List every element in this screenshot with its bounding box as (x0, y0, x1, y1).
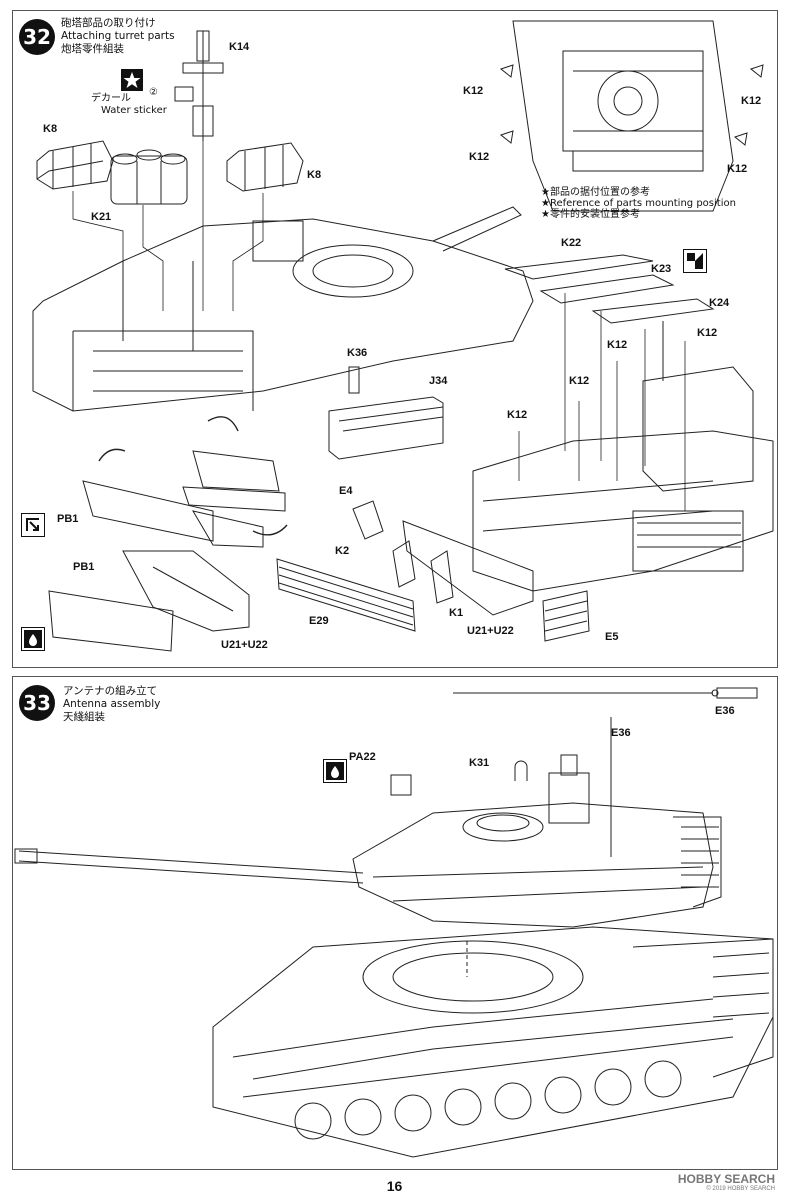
label-k1: K1 (449, 607, 464, 619)
step-32-drawing (32, 20, 774, 652)
decal-star-icon (121, 69, 143, 91)
label-k12-top-right: K12 (741, 95, 762, 107)
label-pb1-upper: PB1 (57, 513, 79, 525)
reference-note-cn: ★零件的安装位置参考 (541, 209, 640, 220)
step-32-title-jp: 砲塔部品の取り付け (61, 17, 156, 29)
paint-icon (21, 627, 45, 651)
reference-view (512, 20, 734, 212)
rotate-arrow-left (98, 448, 126, 462)
label-k21: K21 (91, 211, 112, 223)
e36-antenna-part (453, 687, 758, 699)
pb1-upper-part (82, 450, 286, 548)
e29-part (276, 558, 416, 632)
j34-part (328, 396, 444, 460)
label-u21-u22-right: U21+U22 (467, 625, 514, 637)
step-32-title-en: Attaching turret parts (61, 30, 175, 42)
pa22-part (390, 774, 412, 796)
label-pb1-lower: PB1 (73, 561, 95, 573)
e5-part (542, 590, 590, 642)
k14-part (174, 30, 224, 141)
cut-off-part-icon (21, 513, 45, 537)
label-k12-r2: K12 (607, 339, 628, 351)
label-k2: K2 (335, 545, 350, 557)
e4-part (352, 500, 384, 540)
watermark-copyright: © 2019 HOBBY SEARCH (706, 1186, 775, 1192)
k8-left-part (36, 140, 114, 190)
label-k12-r1: K12 (697, 327, 718, 339)
step-33-panel: 33 アンテナの組み立て Antenna assembly 天綫組装 (12, 676, 778, 1170)
k2-part (392, 540, 416, 588)
label-e29: E29 (309, 615, 329, 627)
step-32-panel: 32 砲塔部品の取り付け Attaching turret parts 炮塔零件… (12, 10, 778, 668)
step-number-33: 33 (19, 685, 55, 721)
turret-body (32, 206, 534, 412)
step-number-32: 32 (19, 19, 55, 55)
label-k22: K22 (561, 237, 582, 249)
label-j34: J34 (429, 375, 448, 387)
k21-part (110, 149, 188, 205)
rotate-arrow-right (252, 524, 288, 536)
reference-note-en: ★Reference of parts mounting position (541, 198, 736, 209)
label-k12-r3: K12 (569, 375, 590, 387)
step-33-drawing (14, 687, 774, 1158)
hull-assembly (212, 926, 774, 1158)
label-pa22: PA22 (349, 751, 376, 763)
label-k24: K24 (709, 297, 730, 309)
label-e36-mounted: E36 (611, 727, 631, 739)
k36-part (348, 366, 360, 394)
k1-part (430, 550, 454, 604)
page-number: 16 (386, 1178, 403, 1194)
k8-right-part (226, 142, 304, 192)
label-k12-bottom-left: K12 (469, 151, 490, 163)
k23-part (539, 274, 675, 304)
k22-part (504, 254, 654, 280)
k31-part (514, 760, 528, 781)
paint-icon-pa22 (323, 759, 347, 783)
label-u21-u22-left: U21+U22 (221, 639, 268, 651)
label-k31: K31 (469, 757, 490, 769)
step-33-title: アンテナの組み立て Antenna assembly 天綫組装 (63, 685, 160, 724)
label-k8-left: K8 (43, 123, 58, 135)
decal-label-en: Water sticker (101, 105, 167, 116)
turret-assembly (14, 717, 722, 928)
step-33-title-jp: アンテナの組み立て (63, 685, 158, 697)
label-k12-top-left: K12 (463, 85, 484, 97)
turret-right-view (472, 254, 774, 592)
k24-part (591, 298, 715, 324)
watermark-logo-text: HOBBY SEARCH (677, 1172, 775, 1186)
mirror-position-icon (683, 249, 707, 273)
label-k36: K36 (347, 347, 368, 359)
u21-part (402, 520, 534, 616)
decal-circle-number: ② (149, 87, 158, 98)
step-33-title-cn: 天綫組装 (63, 711, 105, 723)
label-e5: E5 (605, 631, 619, 643)
rotate-arrow-top (207, 416, 239, 432)
label-k8-right: K8 (307, 169, 322, 181)
step-33-title-en: Antenna assembly (63, 698, 161, 710)
pb1-lower-part (48, 550, 250, 652)
label-e36-loose: E36 (715, 705, 735, 717)
step-32-title: 砲塔部品の取り付け Attaching turret parts 炮塔零件組装 (61, 17, 175, 56)
decal-label-jp: デカール (91, 93, 131, 104)
step-32-title-cn: 炮塔零件組装 (61, 43, 124, 55)
watermark: HOBBY SEARCH © 2019 HOBBY SEARCH (678, 1172, 775, 1192)
label-e4: E4 (339, 485, 353, 497)
label-k12-bottom-right: K12 (727, 163, 748, 175)
label-k14: K14 (229, 41, 250, 53)
label-k12-r4: K12 (507, 409, 528, 421)
label-k23: K23 (651, 263, 672, 275)
reference-note-jp: ★部品の据付位置の参考 (541, 187, 650, 198)
